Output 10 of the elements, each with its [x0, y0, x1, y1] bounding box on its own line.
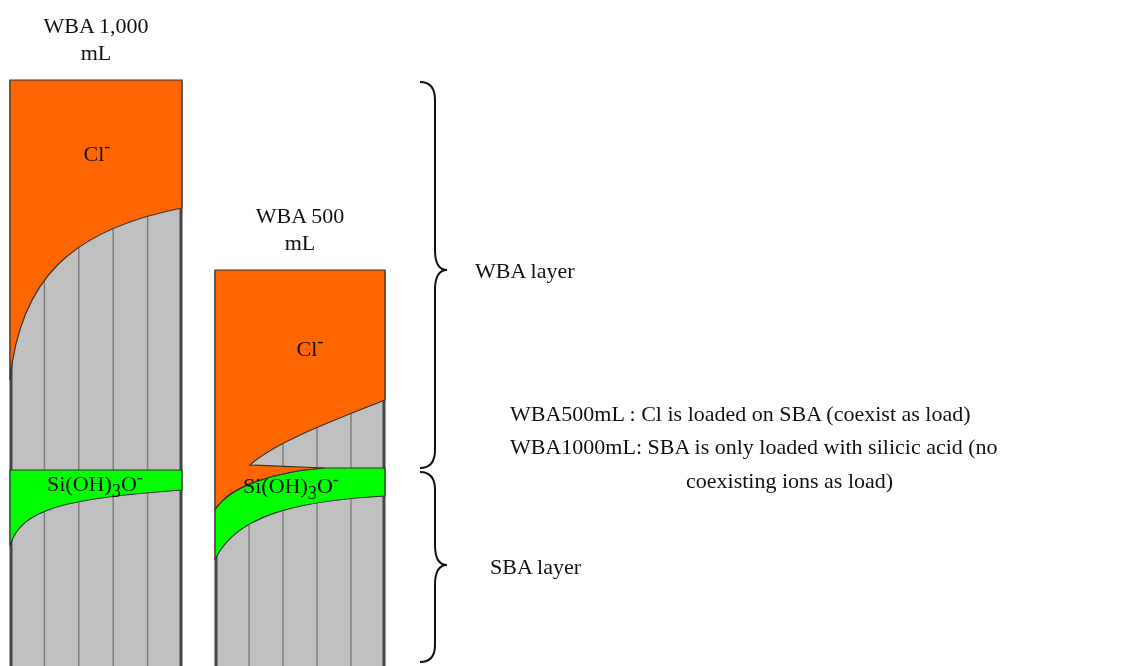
column-heading: WBA 500 mL [254, 202, 346, 256]
note-text: WBA500mL : Cl is loaded on SBA (coexist as load) [510, 400, 971, 428]
layer-label: SBA layer [490, 553, 582, 581]
note-text: WBA1000mL: SBA is only loaded with silicic acid (no coexisting ions as load) [510, 433, 999, 495]
ion-label: Si(OH)$_{3}$O$^{-}$ [47, 466, 143, 503]
layer-label: WBA layer [475, 257, 575, 285]
ion-label: Cl$^{-}$ [296, 330, 324, 361]
column-heading: WBA 1,000 mL [42, 12, 150, 66]
ion-label: Cl$^{-}$ [83, 135, 111, 166]
ion-label: Si(OH)$_{3}$O$^{-}$ [243, 468, 339, 505]
